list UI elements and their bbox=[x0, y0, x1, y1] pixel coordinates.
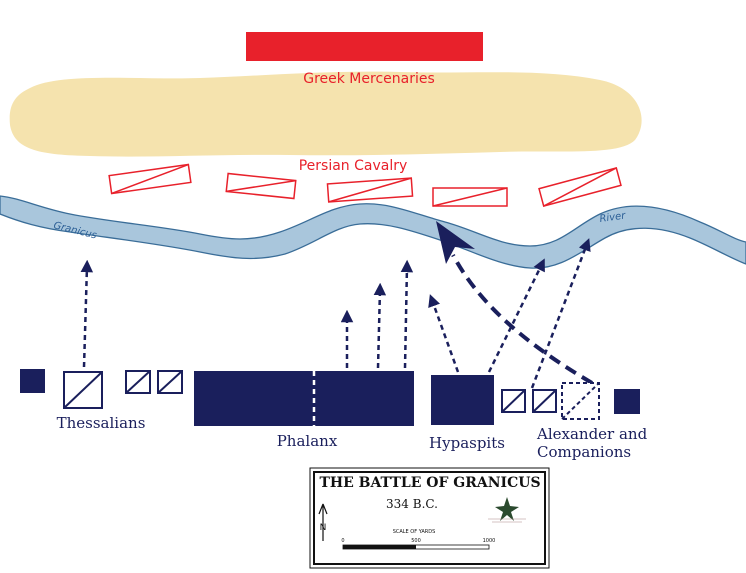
alexander-label-line2: Companions bbox=[537, 443, 631, 461]
north-label: N bbox=[320, 523, 327, 533]
scale-tick-1000: 1000 bbox=[483, 538, 496, 544]
movement-arrow bbox=[428, 294, 460, 373]
companion-cavalry-unit bbox=[501, 389, 526, 413]
movement-arrow bbox=[487, 258, 545, 373]
persian-cavalry-unit bbox=[326, 177, 414, 203]
cavalry-unit bbox=[125, 370, 151, 394]
alexander-label-line1: Alexander and bbox=[536, 425, 648, 443]
scale-tick-0: 0 bbox=[341, 538, 344, 544]
legend-date: 334 B.C. bbox=[386, 497, 438, 511]
right-flank-unit bbox=[614, 389, 640, 414]
companion-cavalry-unit bbox=[532, 389, 557, 413]
persian-cavalry-unit bbox=[432, 187, 508, 207]
persian-cavalry-unit bbox=[108, 163, 192, 195]
movement-arrow bbox=[400, 259, 414, 369]
alexander-arrowhead bbox=[436, 221, 475, 264]
persian-cavalry-unit bbox=[225, 172, 297, 200]
scale-label: SCALE OF YARDS bbox=[393, 529, 436, 535]
thessalians-label: Thessalians bbox=[57, 414, 146, 432]
movement-arrow bbox=[373, 282, 387, 369]
persian-cavalry-label: Persian Cavalry bbox=[299, 158, 408, 174]
greek-mercenaries-unit bbox=[246, 32, 483, 61]
alexander-companions-unit bbox=[561, 382, 600, 420]
alexander-attack-arrow bbox=[451, 254, 594, 385]
movement-arrow bbox=[530, 238, 591, 389]
cavalry-unit bbox=[157, 370, 183, 394]
hill-terrain bbox=[9, 71, 642, 157]
compass-star-icon bbox=[488, 497, 526, 523]
phalanx-label: Phalanx bbox=[277, 432, 338, 450]
movement-arrow bbox=[80, 259, 94, 368]
hypaspist-unit bbox=[431, 375, 494, 425]
scale-bar bbox=[342, 544, 490, 550]
phalanx-unit bbox=[194, 371, 414, 426]
left-flank-unit bbox=[20, 369, 45, 393]
thessalian-cavalry-unit bbox=[63, 371, 103, 409]
legend-title: THE BATTLE OF GRANICUS bbox=[319, 475, 540, 491]
river-label-right: River bbox=[599, 210, 627, 225]
greek-mercenaries-label: Greek Mercenaries bbox=[303, 71, 435, 87]
granicus-river bbox=[0, 195, 746, 269]
map-legend: THE BATTLE OF GRANICUS 334 B.C. N SCALE … bbox=[309, 467, 550, 569]
north-arrow-icon: N bbox=[318, 503, 328, 541]
hypaspits-label: Hypaspits bbox=[429, 434, 505, 452]
scale-tick-500: 500 bbox=[411, 538, 421, 544]
persian-cavalry-unit bbox=[538, 167, 622, 207]
